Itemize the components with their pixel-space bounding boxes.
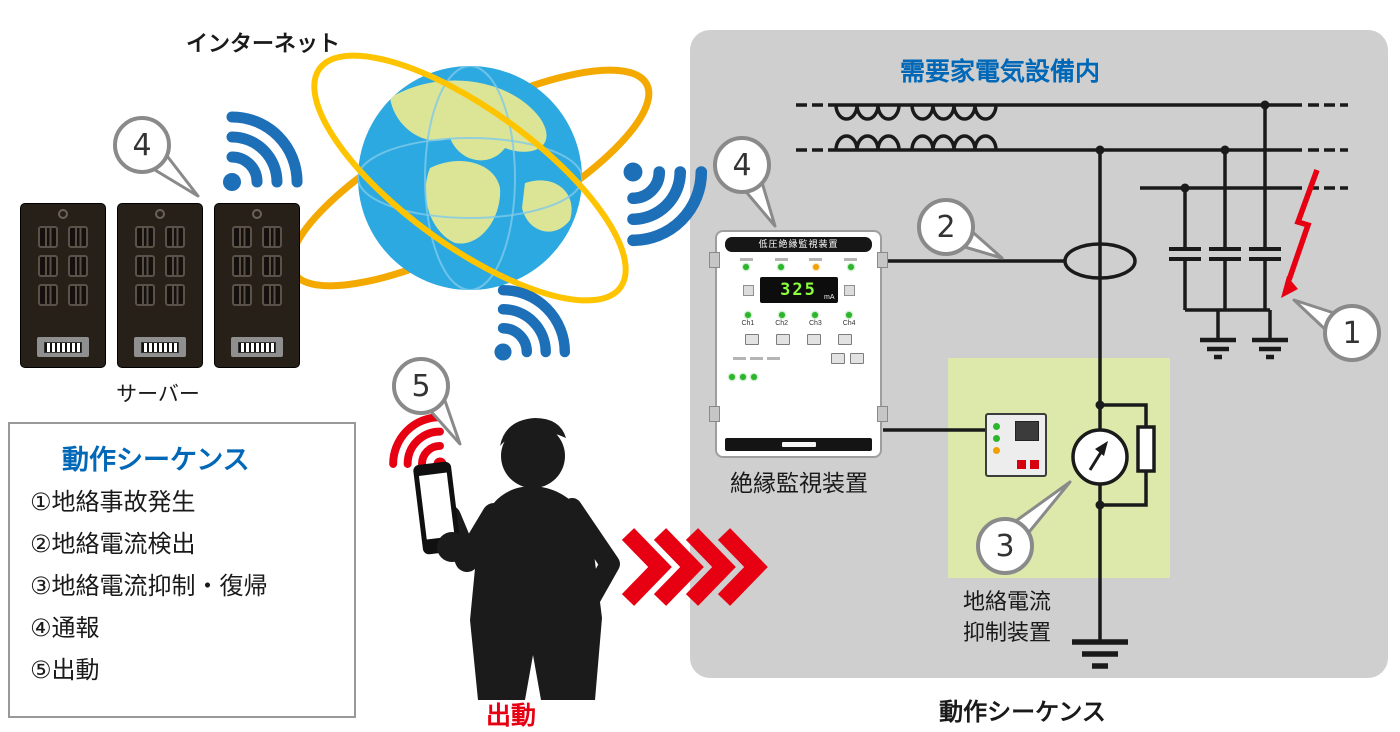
current-value: 325 [780, 280, 817, 300]
globe-illustration [287, 52, 653, 304]
channel-1: Ch1 [741, 312, 754, 327]
power-leds [729, 374, 880, 380]
server-label: サーバー [116, 383, 200, 406]
monitor-status-leds [729, 258, 868, 270]
server-slot [231, 337, 283, 357]
circuit-diagram [796, 103, 1348, 669]
sequence-item-5: ⑤出動 [30, 657, 100, 684]
insulation-monitor-device: 低圧絶縁監視装置 325 mA Ch1 Ch2 Ch3 Ch4 [709, 230, 888, 458]
callout-1: 1 [1323, 304, 1381, 362]
channel-4: Ch4 [843, 312, 856, 327]
transformer-coils [834, 104, 901, 121]
led-indicator [812, 264, 819, 270]
monitor-buttons [737, 334, 860, 345]
server-outlets [135, 226, 185, 306]
server-rack-group [20, 203, 300, 368]
server-tower [117, 203, 203, 368]
server-slot [134, 337, 186, 357]
server-tower [214, 203, 300, 368]
server-lock-icon [155, 209, 165, 219]
server-tower [20, 203, 106, 368]
resistor [1136, 425, 1156, 473]
led-indicator [743, 264, 750, 270]
server-lock-icon [58, 209, 68, 219]
led-indicator [993, 423, 1000, 430]
callout-4-server: 4 [113, 116, 171, 174]
smartphone [413, 461, 461, 555]
sequence-item-1: ①地絡事故発生 [30, 489, 196, 516]
suppressor-controller [985, 413, 1047, 477]
person-silhouette [413, 418, 620, 700]
monitor-button [843, 284, 855, 296]
server-outlets [38, 226, 88, 306]
main-ground-symbol [1072, 639, 1128, 669]
callout-4-panel: 4 [713, 136, 771, 194]
sequence-item-3: ③地絡電流抑制・復帰 [30, 573, 268, 600]
ground-symbol [1200, 337, 1236, 360]
server-outlets [232, 226, 282, 306]
controller-screen [1015, 421, 1039, 441]
led-indicator [847, 264, 854, 270]
sequence-legend-box: 動作シーケンス ①地絡事故発生 ②地絡電流検出 ③地絡電流抑制・復帰 ④通報 ⑤… [8, 422, 356, 718]
brand-logo [781, 442, 816, 447]
callout-2: 2 [917, 198, 975, 256]
monitor-button [742, 284, 754, 296]
led-indicator [778, 264, 785, 270]
chevron-arrows [621, 528, 768, 606]
controller-button [1030, 460, 1039, 469]
sequence-legend-title: 動作シーケンス [62, 445, 250, 475]
channel-indicator-row: Ch1 Ch2 Ch3 Ch4 [731, 312, 866, 327]
sequence-caption: 動作シーケンス [939, 699, 1106, 726]
dispatch-label: 出動 [486, 702, 537, 730]
led-indicator [993, 447, 1000, 454]
channel-3: Ch3 [809, 312, 822, 327]
controller-button [1017, 460, 1026, 469]
ground-symbol [1252, 337, 1288, 360]
sequence-item-4: ④通報 [30, 615, 100, 642]
facility-title: 需要家電気設備内 [899, 58, 1100, 86]
sequence-item-2: ②地絡電流検出 [30, 531, 196, 558]
wifi-to-phone-icon [466, 277, 578, 389]
capacitor [1169, 247, 1281, 261]
server-slot [37, 337, 89, 357]
channel-2: Ch2 [775, 312, 788, 327]
current-display: 325 mA [759, 277, 838, 303]
monitor-header-label: 低圧絶縁監視装置 [725, 237, 872, 252]
server-lock-icon [252, 209, 262, 219]
current-unit: mA [824, 294, 835, 301]
suppressor-relay [1071, 428, 1129, 486]
callout-5: 5 [392, 357, 450, 415]
led-indicator [993, 435, 1000, 442]
internet-label: インターネット [186, 31, 341, 56]
lightning-fault-icon [1281, 169, 1320, 298]
brand-strip [725, 438, 872, 451]
monitor-caption: 絶縁監視装置 [730, 470, 868, 496]
suppressor-caption: 地絡電流 抑制装置 [962, 589, 1051, 645]
callout-3: 3 [976, 517, 1034, 575]
